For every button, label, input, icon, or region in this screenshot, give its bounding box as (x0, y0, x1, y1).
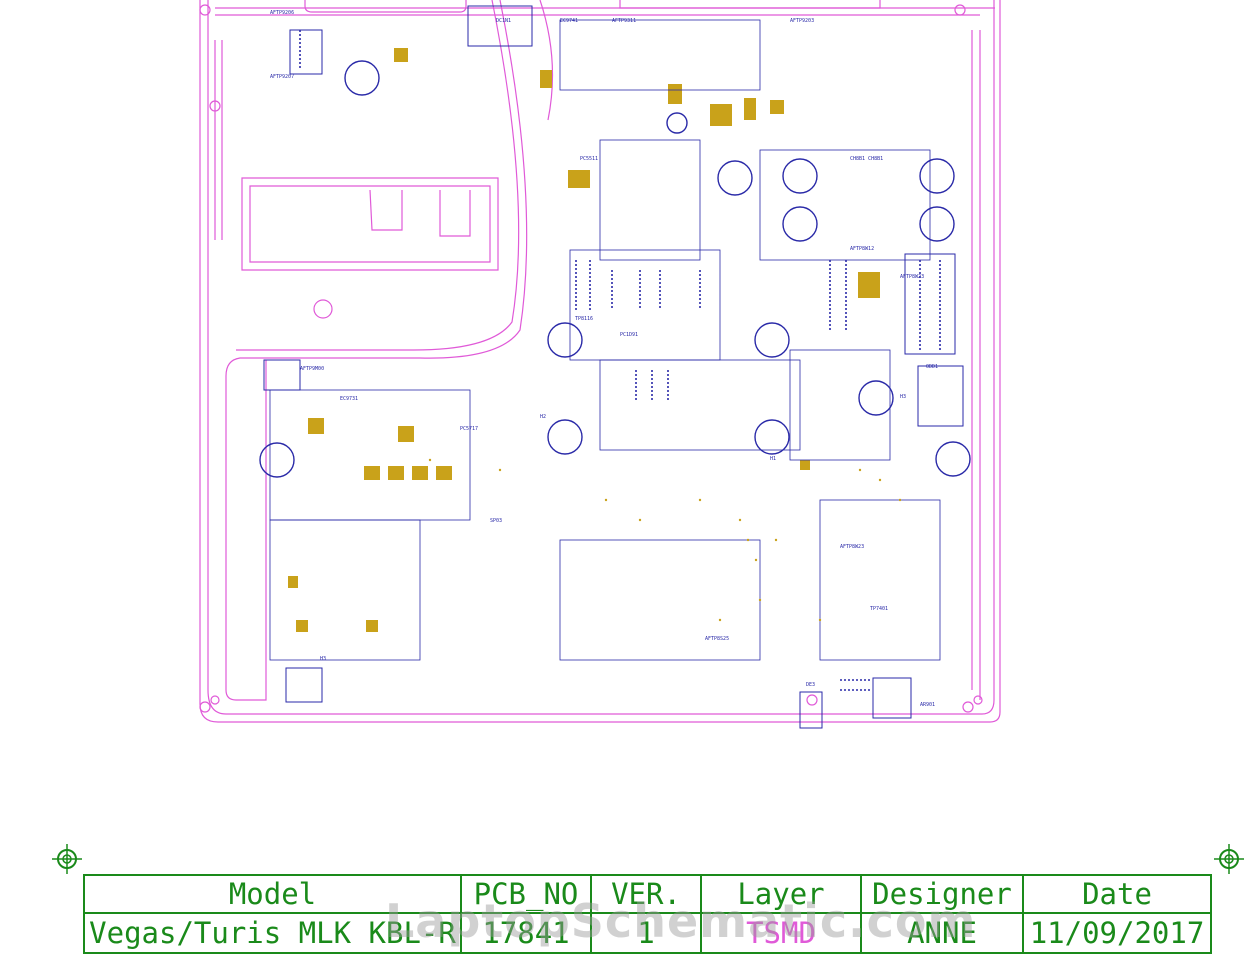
svg-text:H2: H2 (540, 414, 546, 420)
svg-text:H3: H3 (900, 394, 906, 400)
crosshair-icon (1214, 844, 1244, 874)
svg-text:EC9741: EC9741 (560, 18, 578, 24)
svg-text:AFTP8W23: AFTP8W23 (840, 544, 864, 550)
svg-text:CH8B1 CH8B1: CH8B1 CH8B1 (850, 156, 883, 162)
svg-text:PC5511: PC5511 (580, 156, 598, 162)
svg-text:H1: H1 (770, 456, 776, 462)
svg-text:AR901: AR901 (920, 702, 935, 708)
svg-text:AFTP9207: AFTP9207 (270, 74, 294, 80)
standoff-pads (259, 60, 971, 478)
svg-text:TP7401: TP7401 (870, 606, 888, 612)
value-designer: ANNE (860, 912, 1024, 954)
gold-pads (288, 48, 880, 632)
value-version: 1 (590, 912, 702, 954)
title-block-value-row: Vegas/Turis MLK KBL-R 17841 1 TSMD ANNE … (83, 912, 1212, 954)
svg-text:AFTP9203: AFTP9203 (790, 18, 814, 24)
header-model: Model (83, 874, 462, 914)
svg-text:EC9731: EC9731 (340, 396, 358, 402)
board-outline (199, 0, 1001, 723)
header-designer: Designer (860, 874, 1024, 914)
component-clusters (269, 19, 941, 661)
crosshair-icon (52, 844, 82, 874)
svg-text:ODD1: ODD1 (926, 364, 938, 370)
svg-text:PC1D91: PC1D91 (620, 332, 638, 338)
svg-text:AFTP9M00: AFTP9M00 (300, 366, 324, 372)
connector-outlines (263, 5, 964, 729)
title-block-header-row: Model PCB_NO VER. Layer Designer Date (83, 874, 1212, 914)
header-version: VER. (590, 874, 702, 914)
title-block: Model PCB_NO VER. Layer Designer Date Ve… (83, 874, 1212, 954)
svg-text:AFTP9311: AFTP9311 (612, 18, 636, 24)
svg-text:H3: H3 (320, 656, 326, 662)
svg-text:AFTP8W23: AFTP8W23 (900, 274, 924, 280)
value-model: Vegas/Turis MLK KBL-R (83, 912, 462, 954)
header-pcb-no: PCB_NO (460, 874, 592, 914)
via-dots (428, 458, 902, 622)
svg-text:AFTP9206: AFTP9206 (270, 10, 294, 16)
svg-text:DC1N1: DC1N1 (496, 18, 511, 24)
svg-text:PC5717: PC5717 (460, 426, 478, 432)
value-pcb-no: 17841 (460, 912, 592, 954)
svg-text:AFTP8W12: AFTP8W12 (850, 246, 874, 252)
value-date: 11/09/2017 (1022, 912, 1212, 954)
watermark: LaptopSchematic.com (385, 894, 977, 948)
mounting-holes (199, 4, 983, 713)
svg-text:AFTP8S25: AFTP8S25 (705, 636, 729, 642)
pin-rows (299, 30, 941, 691)
svg-text:DE3: DE3 (806, 682, 815, 688)
value-layer: TSMD (700, 912, 862, 954)
svg-text:TP8116: TP8116 (575, 316, 593, 322)
header-layer: Layer (700, 874, 862, 914)
svg-text:SP03: SP03 (490, 518, 502, 524)
header-date: Date (1022, 874, 1212, 914)
